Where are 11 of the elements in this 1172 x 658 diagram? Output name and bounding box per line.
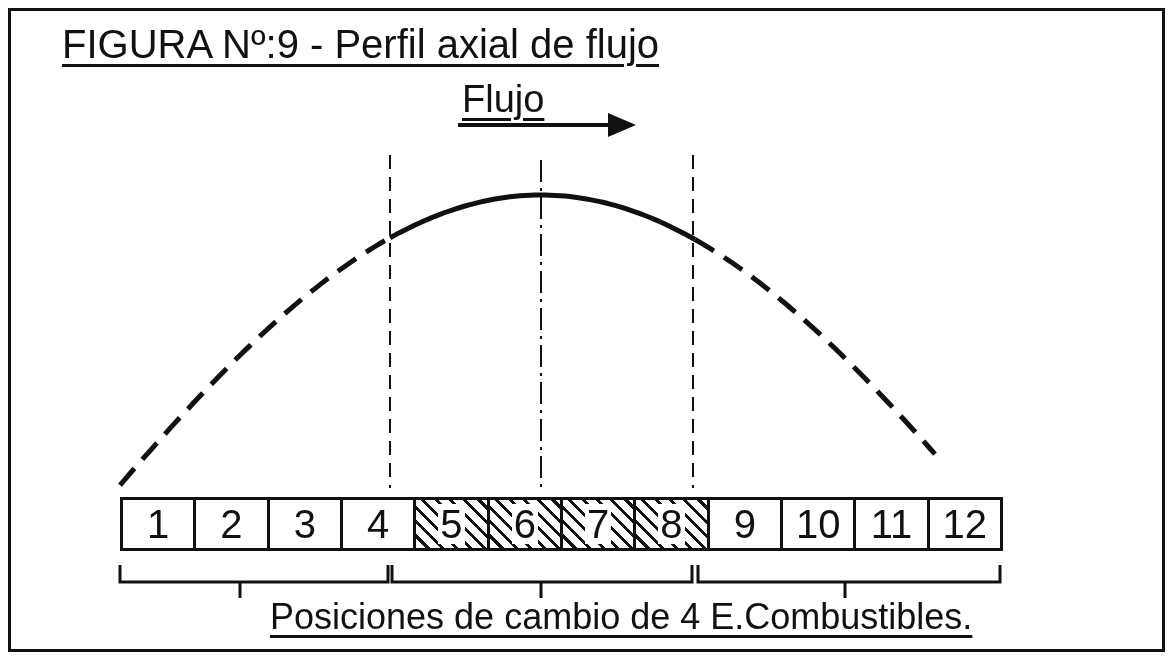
position-number: 7	[585, 504, 612, 544]
figure-title: FIGURA Nº:9 - Perfil axial de flujo	[62, 22, 660, 67]
position-number: 8	[658, 504, 685, 544]
flow-label: Flujo	[462, 78, 545, 121]
position-number: 6	[511, 504, 538, 544]
caption: Posiciones de cambio de 4 E.Combustibles.	[270, 596, 973, 638]
position-slot	[853, 497, 930, 551]
position-slot	[193, 497, 270, 551]
hatched-position-slot	[413, 497, 490, 551]
position-number: 5	[438, 504, 465, 544]
hatched-position-slot	[633, 497, 710, 551]
